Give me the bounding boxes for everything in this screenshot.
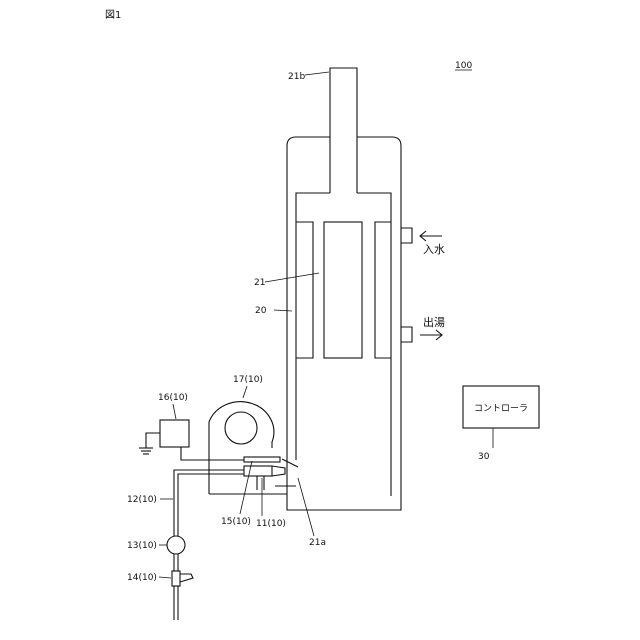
hot-water-out-label: 出湯: [423, 315, 445, 329]
chimney: 21b: [288, 68, 357, 193]
igniter-electrode: [282, 459, 298, 467]
system-label: 100: [455, 61, 472, 71]
blower-leader: [243, 386, 247, 398]
tank: 20: [255, 137, 401, 510]
outlet-nozzle: [401, 327, 412, 342]
igniter-body: [244, 457, 280, 462]
valve-body: [167, 536, 185, 554]
controller-text: コントローラ: [474, 403, 528, 414]
ground-wire: [146, 433, 160, 448]
burner-body: [244, 466, 272, 476]
water-in-label: 入水: [423, 243, 445, 256]
combustion-chamber-label: 21a: [309, 538, 326, 548]
ignition-unit-leader: [173, 404, 176, 419]
chimney-label: 21b: [288, 72, 305, 82]
regulator-leader: [159, 577, 171, 578]
igniter-wire: [181, 447, 244, 460]
burner: 11(10): [244, 466, 296, 529]
water-inlet: 入水: [401, 228, 445, 256]
regulator: 14(10): [127, 571, 193, 586]
blower-fan: [225, 412, 257, 444]
hot-water-outlet: 出湯: [401, 315, 445, 342]
heat-exchanger-core: [324, 222, 362, 358]
system-reference: 100: [455, 61, 472, 71]
combustion-chamber: 21a: [298, 478, 326, 548]
chimney-leader: [305, 72, 329, 75]
igniter-leader: [240, 461, 252, 514]
igniter-label: 15(10): [221, 517, 251, 527]
heat-exchanger-leader: [265, 273, 319, 282]
gas-pipe-label: 12(10): [127, 495, 157, 505]
left-water-jacket: [296, 222, 313, 358]
inlet-nozzle: [401, 228, 412, 243]
figure-title: 図1: [105, 9, 121, 21]
ignition-unit-box: [160, 420, 189, 447]
valve-label: 13(10): [127, 541, 157, 551]
controller-ref-label: 30: [478, 452, 490, 462]
ignition-unit-label: 16(10): [158, 393, 188, 403]
burner-nozzle: [272, 466, 285, 476]
controller: コントローラ 30: [463, 386, 539, 462]
tank-leader: [274, 310, 292, 311]
blower-label: 17(10): [233, 375, 263, 385]
regulator-handle: [180, 574, 193, 582]
burner-label: 11(10): [256, 519, 286, 529]
ignition-unit: 16(10): [139, 393, 244, 460]
tank-label: 20: [255, 306, 267, 316]
heat-exchanger-label: 21: [254, 278, 265, 288]
right-water-jacket: [375, 222, 391, 358]
valve: 13(10): [127, 536, 185, 554]
chimney-body: [330, 68, 357, 193]
heat-exchanger: 21: [254, 222, 362, 358]
regulator-body: [172, 571, 180, 586]
combustion-chamber-leader: [298, 478, 314, 536]
regulator-label: 14(10): [127, 573, 157, 583]
